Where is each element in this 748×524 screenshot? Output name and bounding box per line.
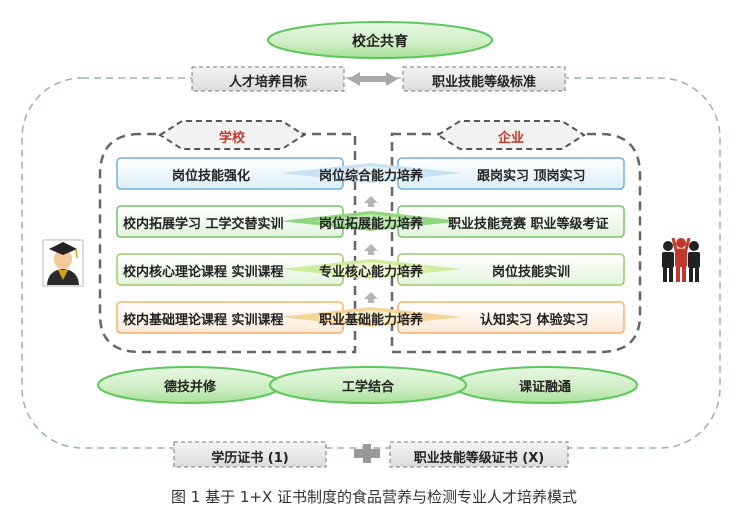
row4-right-text: 认知实习 体验实习 (480, 313, 589, 328)
row4-center-text: 职业基础能力培养 (318, 313, 423, 328)
enterprise-hexagon (436, 120, 586, 150)
cert-right-box (389, 441, 569, 468)
target-left-box (191, 66, 345, 92)
figure-caption: 图 1 基于 1+X 证书制度的食品营养与检测专业人才培养模式 (170, 488, 577, 506)
row1-right-text: 跟岗实习 顶岗实习 (477, 169, 586, 184)
school-title: 学校 (218, 131, 245, 146)
enterprise-region (390, 132, 642, 354)
row3-right-text: 岗位技能实训 (492, 265, 571, 280)
row1-center-text: 岗位综合能力培养 (318, 169, 423, 184)
top-label: 校企共育 (352, 34, 408, 50)
row2-left-text: 校内拓展学习 工学交替实训 (123, 217, 284, 232)
row3-left-text: 校内核心理论课程 实训课程 (123, 265, 284, 280)
bottom-right-label: 课证融通 (518, 380, 571, 395)
row1-left-text: 岗位技能强化 (172, 169, 251, 184)
double-arrow (348, 72, 398, 86)
bottom-center-label: 工学结合 (341, 380, 394, 395)
bottom-left-label: 德技并修 (163, 380, 216, 395)
row2-diamond-core (315, 214, 427, 228)
cert-right-label: 职业技能等级证书 (X) (413, 451, 545, 466)
row3-center-text: 专业核心能力培养 (318, 265, 423, 280)
cert-left-label: 学历证书 (1) (211, 451, 289, 466)
row2-right-text: 职业技能竞赛 职业等级考证 (448, 217, 609, 232)
plus-icon (354, 444, 380, 463)
bottom-ellipse-center (269, 366, 467, 404)
graduate-student-icon (42, 239, 84, 287)
row3-diamond-core (315, 262, 427, 276)
row4-left-text: 校内基础理论课程 实训课程 (123, 313, 284, 328)
up-arrows (364, 196, 378, 303)
top-ellipse (267, 21, 493, 59)
target-right-box (402, 66, 566, 92)
row4-diamond-core (315, 310, 427, 324)
school-hexagon (158, 120, 306, 150)
row1-diamond-core (315, 166, 427, 180)
business-people-icon (662, 237, 700, 282)
enterprise-title: 企业 (497, 131, 524, 146)
target-left-label: 人才培养目标 (228, 75, 307, 90)
row2-center-text: 岗位拓展能力培养 (318, 217, 423, 232)
target-right-label: 职业技能等级标准 (431, 75, 536, 90)
cert-left-box (173, 441, 327, 468)
